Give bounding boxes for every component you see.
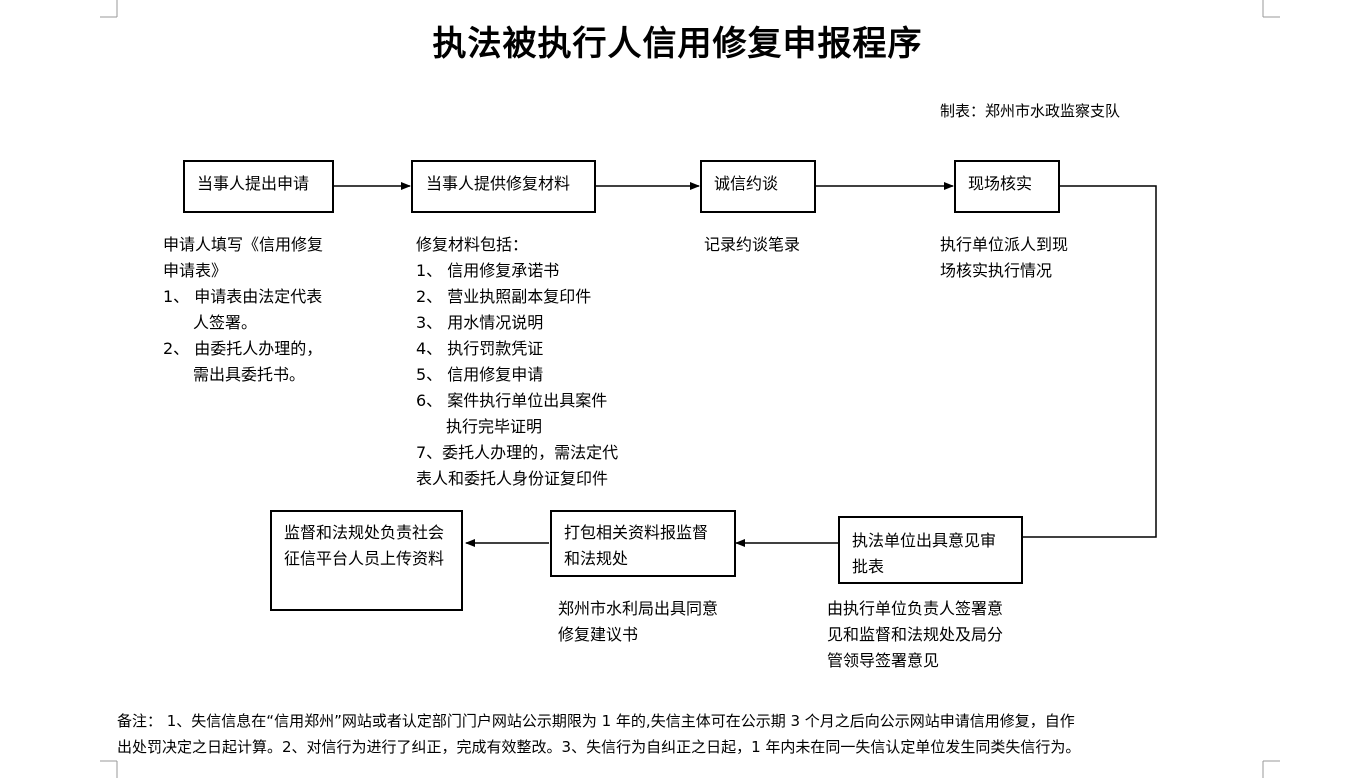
step-submit-application: 当事人提出申请 <box>183 160 334 213</box>
note-line: 管领导签署意见 <box>827 651 940 670</box>
note-item: 2、 营业执照副本复印件 <box>416 287 592 306</box>
note-line: 申请人填写《信用修复 <box>163 235 324 254</box>
footer-line: 出处罚决定之日起计算。2、对信行为进行了纠正，完成有效整改。3、失信行为自纠正之… <box>117 738 1081 756</box>
step-label: 执法单位出具意见审批表 <box>852 531 997 576</box>
note-item: 2、 由委托人办理的， <box>163 339 323 358</box>
note-item: 3、 用水情况说明 <box>416 313 544 332</box>
step-upload-credit-platform: 监督和法规处负责社会征信平台人员上传资料 <box>270 510 463 611</box>
note-item: 1、 申请表由法定代表 <box>163 287 323 306</box>
step-label: 当事人提供修复材料 <box>426 174 571 193</box>
note-approval: 由执行单位负责人签署意 见和监督和法规处及局分 管领导签署意见 <box>827 596 1003 674</box>
step-provide-materials: 当事人提供修复材料 <box>411 160 596 213</box>
step-label: 诚信约谈 <box>714 174 779 193</box>
note-apply: 申请人填写《信用修复 申请表》 1、 申请表由法定代表 人签署。 2、 由委托人… <box>163 232 323 388</box>
note-item-cont: 执行完毕证明 <box>446 417 543 436</box>
note-line: 见和监督和法规处及局分 <box>827 625 1004 644</box>
maker-label: 制表：郑州市水政监察支队 <box>940 102 1121 120</box>
footer-line: 备注： 1、失信信息在“信用郑州”网站或者认定部门门户网站公示期限为 1 年的,… <box>117 712 1075 730</box>
step-onsite-verification: 现场核实 <box>954 160 1060 213</box>
note-line: 修复建议书 <box>558 625 639 644</box>
step-label: 当事人提出申请 <box>197 174 310 193</box>
crop-mark <box>1262 0 1280 18</box>
step-label: 现场核实 <box>968 174 1033 193</box>
footer-remarks: 备注： 1、失信信息在“信用郑州”网站或者认定部门门户网站公示期限为 1 年的,… <box>117 708 1257 760</box>
page-title: 执法被执行人信用修复申报程序 <box>432 24 923 64</box>
crop-mark <box>1262 760 1280 778</box>
note-line: 执行单位派人到现 <box>940 235 1069 254</box>
step-approval-form: 执法单位出具意见审批表 <box>838 516 1023 584</box>
note-item: 5、 信用修复申请 <box>416 365 544 384</box>
note-materials: 修复材料包括： 1、 信用修复承诺书 2、 营业执照副本复印件 3、 用水情况说… <box>416 232 618 492</box>
note-interview: 记录约谈笔录 <box>704 232 800 258</box>
note-heading: 修复材料包括： <box>416 235 529 254</box>
note-line: 郑州市水利局出具同意 <box>558 599 719 618</box>
note-item-cont: 表人和委托人身份证复印件 <box>416 469 609 488</box>
note-line: 场核实执行情况 <box>940 261 1053 280</box>
step-package-submit: 打包相关资料报监督和法规处 <box>550 510 736 577</box>
note-item: 7、委托人办理的，需法定代 <box>416 443 619 462</box>
note-item: 1、 信用修复承诺书 <box>416 261 560 280</box>
step-label: 监督和法规处负责社会征信平台人员上传资料 <box>284 523 445 568</box>
note-package: 郑州市水利局出具同意 修复建议书 <box>558 596 718 648</box>
note-item-cont: 需出具委托书。 <box>193 365 306 384</box>
note-item-cont: 人签署。 <box>193 313 258 332</box>
step-integrity-interview: 诚信约谈 <box>700 160 816 213</box>
note-line: 由执行单位负责人签署意 <box>827 599 1004 618</box>
crop-mark <box>100 0 118 18</box>
step-label: 打包相关资料报监督和法规处 <box>564 523 709 568</box>
connector-step4-step5 <box>1022 185 1157 538</box>
note-line: 记录约谈笔录 <box>704 235 801 254</box>
note-line: 申请表》 <box>163 261 228 280</box>
note-item: 6、 案件执行单位出具案件 <box>416 391 608 410</box>
crop-mark <box>100 760 118 778</box>
note-verify: 执行单位派人到现 场核实执行情况 <box>940 232 1068 284</box>
note-item: 4、 执行罚款凭证 <box>416 339 544 358</box>
